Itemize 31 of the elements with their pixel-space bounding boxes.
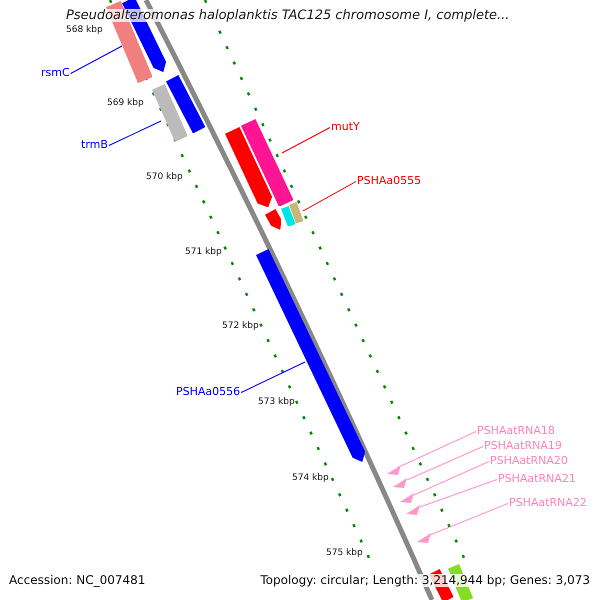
leader-line (282, 127, 330, 154)
gene-label: PSHAa0556 (176, 385, 240, 398)
leader-line (430, 503, 508, 536)
leader-line (240, 362, 306, 393)
scale-label: 571 kbp (185, 247, 222, 258)
scale-label: 569 kbp (107, 98, 144, 109)
gene-label: mutY (331, 120, 360, 133)
leader-line (70, 46, 122, 74)
gene-label: PSHAatRNA19 (484, 439, 562, 452)
leader-line (406, 446, 484, 480)
gene-label: PSHAatRNA22 (509, 496, 587, 509)
leader-line (400, 431, 476, 466)
scale-label: 568 kbp (66, 25, 103, 36)
leader-line (108, 120, 162, 146)
gene-label: PSHAatRNA18 (477, 424, 555, 437)
footer-text: Accession: NC_007481 (9, 574, 146, 587)
leader-line (302, 181, 356, 212)
scale-label: 573 kbp (258, 397, 295, 408)
scale-label: 574 kbp (292, 473, 329, 484)
footer-text: Topology: circular; Length: 3,214,944 bp; Genes: 3,073 (260, 574, 590, 587)
gene-label: PSHAatRNA20 (490, 454, 568, 467)
scale-label: 572 kbp (222, 321, 259, 332)
scale-label: 575 kbp (326, 548, 363, 559)
leader-line (420, 479, 498, 508)
gene-label: trmB (81, 138, 108, 151)
leader-line (414, 461, 490, 496)
gene-label: PSHAa0555 (357, 174, 422, 187)
scale-label: 570 kbp (146, 172, 183, 183)
title: Pseudoalteromonas haloplanktis TAC125 chromosome I, complete... (66, 9, 510, 22)
gene-label: rsmC (41, 66, 70, 79)
gene-label: PSHAatRNA21 (498, 472, 576, 485)
